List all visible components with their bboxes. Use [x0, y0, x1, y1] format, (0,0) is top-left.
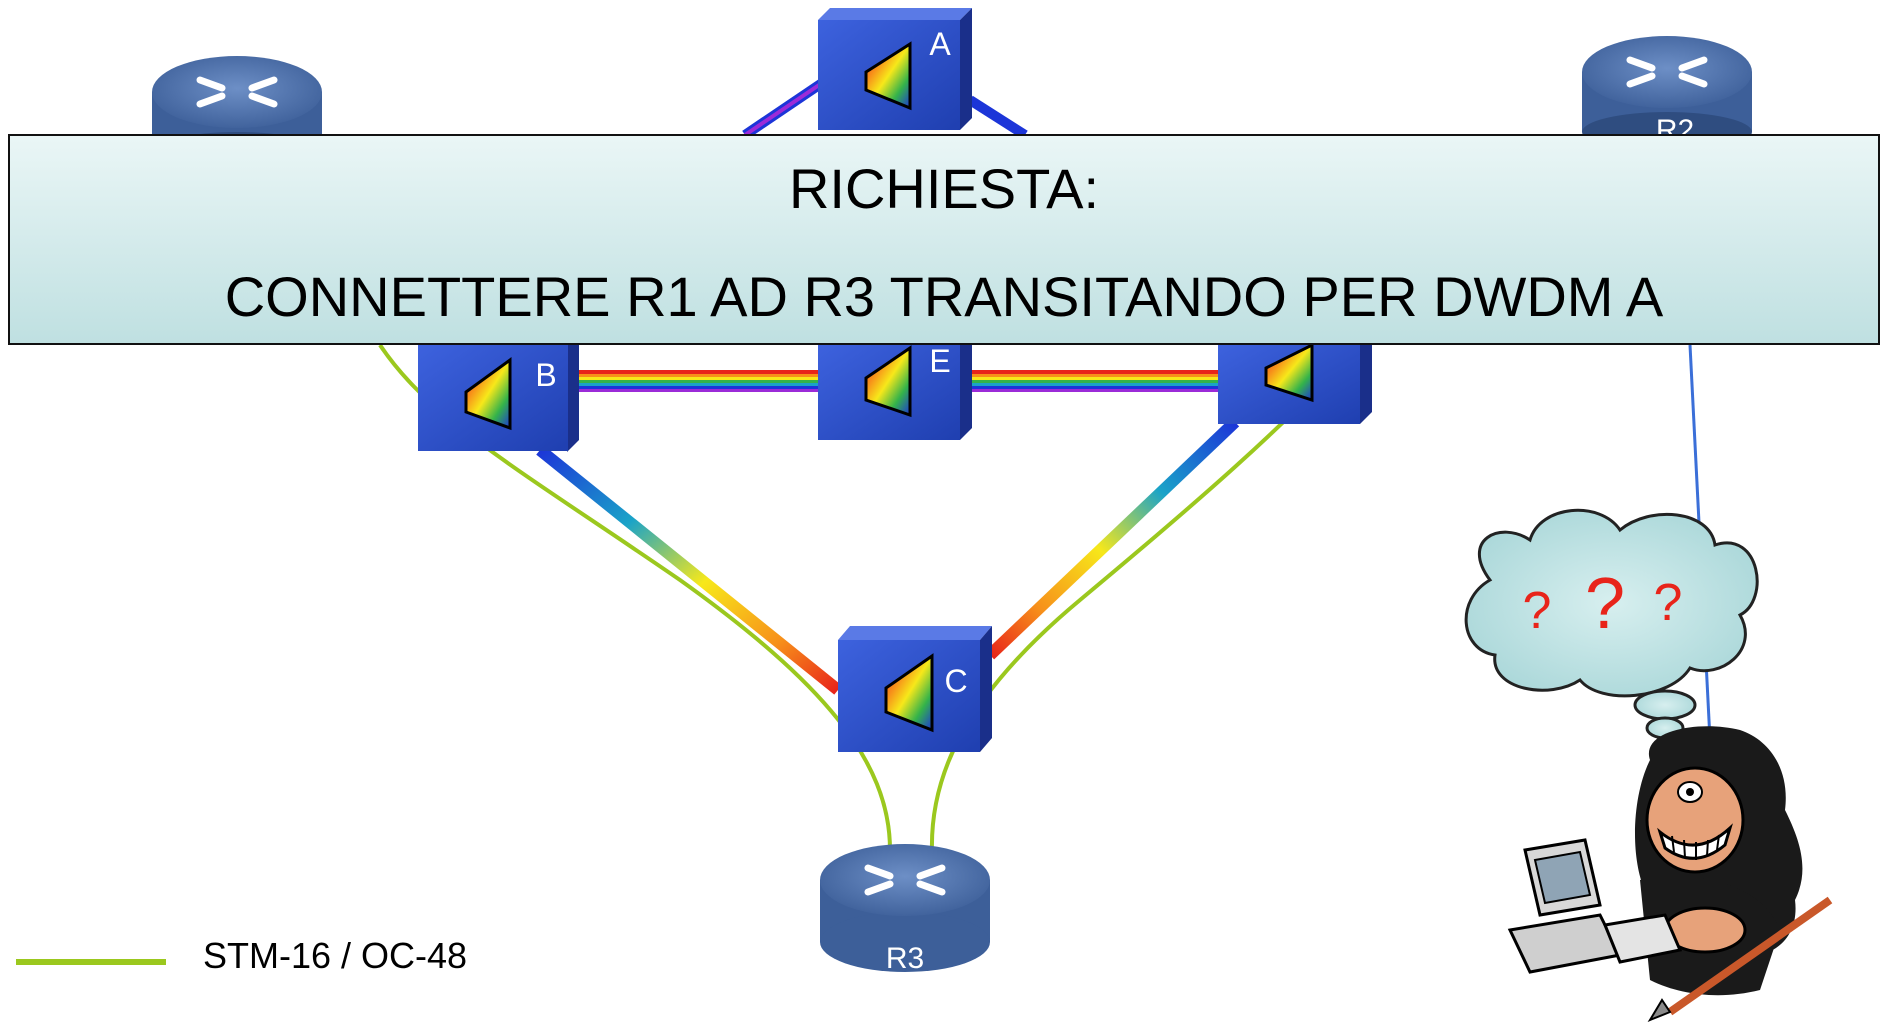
node-c-label: C — [944, 663, 967, 699]
computer-icon — [1507, 838, 1683, 974]
legend-label: STM-16 / OC-48 — [203, 935, 468, 976]
question-mark-1: ? — [1523, 582, 1552, 640]
router-r2-arrows-icon — [1626, 56, 1708, 88]
router-r3-arrows-icon — [864, 864, 946, 896]
thought-cloud: ? ? ? — [1464, 508, 1759, 754]
question-mark-3: ? — [1654, 574, 1683, 632]
link-b-e — [568, 370, 820, 392]
node-e-label: E — [929, 343, 950, 379]
link-e-d — [970, 370, 1220, 392]
dwdm-node-b[interactable]: B — [418, 120, 960, 452]
router-r3[interactable]: R3 — [820, 844, 990, 975]
router-r1-arrows-icon — [196, 76, 278, 108]
dwdm-node-a[interactable]: A — [818, 8, 972, 130]
node-b-label: B — [535, 357, 556, 393]
banner-request-text: CONNETTERE R1 AD R3 TRANSITANDO PER DWDM… — [224, 265, 1664, 328]
node-a-label: A — [929, 26, 951, 62]
dwdm-node-d[interactable] — [1218, 322, 1372, 424]
link-b-c — [536, 445, 842, 695]
router-r3-label: R3 — [886, 942, 924, 975]
link-a-right — [967, 95, 1028, 140]
dwdm-node-c[interactable]: C — [838, 626, 992, 752]
link-a-left — [742, 78, 825, 140]
caveman-at-computer-icon — [1507, 726, 1833, 1023]
banner-title: RICHIESTA: — [788, 157, 1100, 220]
spear-icon — [1647, 896, 1833, 1023]
question-mark-2: ? — [1585, 564, 1625, 644]
dwdm-node-e[interactable]: E — [818, 322, 972, 440]
request-banner: RICHIESTA: CONNETTERE R1 AD R3 TRANSITAN… — [8, 134, 1880, 345]
link-d-c — [985, 417, 1240, 660]
